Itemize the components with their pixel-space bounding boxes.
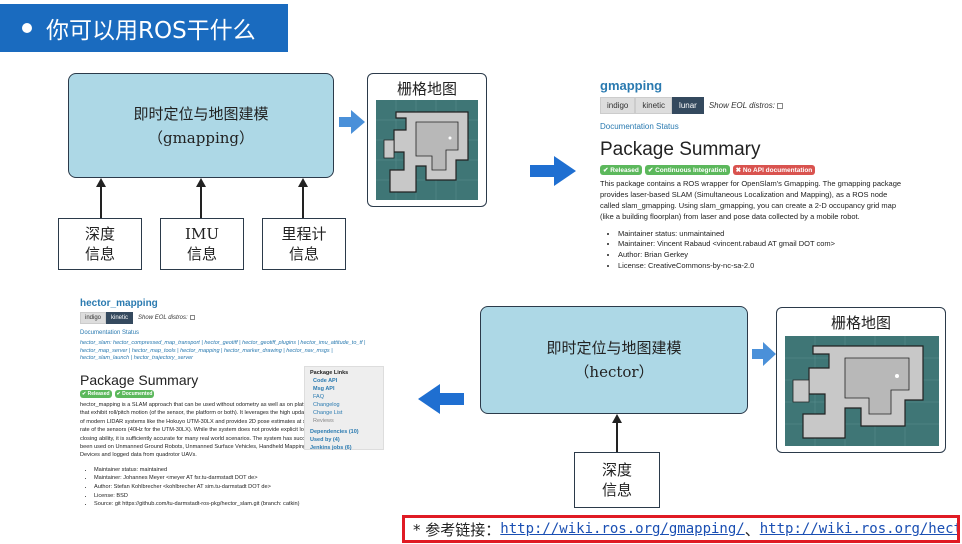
connector-line [302, 186, 304, 218]
documentation-status-link[interactable]: Documentation Status [80, 330, 140, 336]
tab-kinetic[interactable]: kinetic [106, 312, 134, 324]
package-summary-title: Package Summary [80, 372, 199, 389]
list-item: License: CreativeCommons-by-nc-sa-2.0 [618, 261, 940, 272]
distro-tabs: indigo kinetic lunar Show EOL distros: [600, 97, 940, 114]
slam-box-line1: 即时定位与地图建模 [546, 339, 682, 357]
banner-title: 你可以用ROS干什么 [46, 18, 256, 44]
slam-box-line1: 即时定位与地图建模 [133, 104, 269, 123]
package-meta-list: Maintainer status: maintained Maintainer… [94, 466, 384, 509]
list-item: Author: Stefan Kohlbrecher <kohlbrecher … [94, 483, 384, 492]
connector-line [100, 186, 102, 218]
eol-toggle[interactable]: Show EOL distros: [138, 314, 195, 322]
faq-link[interactable]: FAQ [313, 393, 325, 400]
msg-api-link[interactable]: Msg API [313, 385, 335, 392]
tab-indigo[interactable]: indigo [80, 312, 107, 324]
status-badge: ✔ Released [600, 165, 642, 175]
slam-box-line2: （hector） [574, 363, 654, 381]
hector-slam-box: 即时定位与地图建模 （hector） [480, 306, 748, 414]
summary-block: Package Summary ✔ Released ✔ Documented … [80, 366, 384, 460]
eol-toggle[interactable]: Show EOL distros: [709, 101, 783, 110]
status-badge: ✖ No API documentation [732, 165, 816, 175]
package-links-box: Package Links Code API Msg API FAQ Chang… [304, 366, 384, 451]
eol-checkbox[interactable] [189, 314, 195, 320]
stack-packages-links[interactable]: hector_slam: hector_compressed_map_trans… [80, 340, 366, 362]
reference-links-bar: * 参考链接： http://wiki.ros.org/gmapping/ 、 … [402, 515, 960, 543]
used-by-link[interactable]: Used by (4) [310, 436, 340, 443]
link-separator: 、 [744, 520, 760, 539]
odometry-input-box: 里程计 信息 [262, 218, 346, 270]
package-description: This package contains a ROS wrapper for … [600, 179, 902, 221]
list-item: License: BSD [94, 492, 384, 501]
depth-input-box: 深度 信息 [574, 452, 660, 508]
left-arrow-icon [418, 384, 464, 414]
status-badges: ✔ Released ✔ Documented [80, 390, 304, 399]
arrow-up-icon [298, 178, 308, 187]
distro-tabs: indigo kinetic Show EOL distros: [80, 312, 384, 324]
gmapping-wiki-link[interactable]: http://wiki.ros.org/gmapping/ [500, 521, 745, 537]
tab-lunar[interactable]: lunar [672, 97, 704, 114]
connector-line [616, 422, 618, 452]
right-arrow-icon [339, 110, 365, 134]
hector-wiki-panel: hector_mapping indigo kinetic Show EOL d… [80, 298, 384, 509]
hector-slam-wiki-link[interactable]: http://wiki.ros.org/hector_slam [759, 521, 957, 537]
status-badge: ✔ Documented [114, 390, 155, 399]
list-item: Maintainer status: maintained [94, 466, 384, 475]
eol-label: Show EOL distros: [708, 101, 775, 110]
arrow-up-icon [96, 178, 106, 187]
tab-kinetic[interactable]: kinetic [635, 97, 673, 114]
occupancy-grid-map-image [376, 100, 478, 200]
grid-map-title: 栅格地图 [396, 80, 457, 98]
connector-line [200, 186, 202, 218]
eol-checkbox[interactable] [776, 102, 783, 109]
package-description: hector_mapping is a SLAM approach that c… [80, 402, 324, 459]
reference-prefix: * 参考链接： [413, 520, 501, 539]
right-arrow-icon [752, 342, 776, 366]
title-banner: 你可以用ROS干什么 [0, 4, 288, 52]
depth-input-box: 深度 信息 [58, 218, 142, 270]
change-list-link[interactable]: Change List [313, 409, 343, 416]
input-label: 信息 [601, 481, 632, 499]
grid-map-panel: 栅格地图 [776, 307, 946, 453]
gmapping-wiki-panel: gmapping indigo kinetic lunar Show EOL d… [600, 78, 940, 272]
status-badges: ✔ Released ✔ Continuous Integration ✖ No… [600, 165, 940, 175]
documentation-status-link[interactable]: Documentation Status [600, 122, 679, 131]
list-item: Source: git https://github.com/tu-darmst… [94, 500, 384, 509]
grid-map-title: 栅格地图 [830, 314, 891, 332]
arrow-up-icon [612, 414, 622, 423]
reviews-link[interactable]: Reviews [313, 417, 334, 424]
imu-input-box: IMU 信息 [160, 218, 244, 270]
input-label: 信息 [186, 245, 217, 263]
package-name[interactable]: gmapping [600, 78, 663, 93]
list-item: Maintainer: Vincent Rabaud <vincent.raba… [618, 239, 940, 250]
right-arrow-icon [530, 156, 576, 186]
input-label: 里程计 [281, 224, 327, 243]
package-links-title: Package Links [310, 370, 349, 376]
package-name[interactable]: hector_mapping [80, 298, 158, 309]
input-label: 深度 [84, 224, 115, 243]
grid-map-panel: 栅格地图 [367, 73, 487, 207]
eol-label: Show EOL distros: [138, 315, 188, 322]
bullet-dot [22, 23, 32, 33]
occupancy-grid-map-image [785, 336, 939, 446]
gmapping-slam-box: 即时定位与地图建模 （gmapping） [68, 73, 334, 178]
package-meta-list: Maintainer status: unmaintained Maintain… [618, 229, 940, 273]
package-summary-title: Package Summary [600, 139, 761, 160]
list-item: Maintainer status: unmaintained [618, 229, 940, 240]
input-label: 深度 [601, 460, 632, 479]
arrow-up-icon [196, 178, 206, 187]
input-label: 信息 [288, 245, 319, 263]
slam-box-line2: （gmapping） [147, 128, 255, 147]
status-badge: ✔ Released [80, 390, 112, 399]
list-item: Author: Brian Gerkey [618, 250, 940, 261]
input-label: 信息 [84, 245, 115, 263]
jenkins-jobs-link[interactable]: Jenkins jobs (6) [310, 444, 352, 451]
tab-indigo[interactable]: indigo [600, 97, 636, 114]
changelog-link[interactable]: Changelog [313, 401, 340, 408]
status-badge: ✔ Continuous Integration [644, 165, 730, 175]
code-api-link[interactable]: Code API [313, 377, 338, 384]
input-label: IMU [185, 224, 219, 243]
list-item: Maintainer: Johannes Meyer <meyer AT fsr… [94, 474, 384, 483]
dependencies-link[interactable]: Dependencies (10) [310, 428, 359, 435]
